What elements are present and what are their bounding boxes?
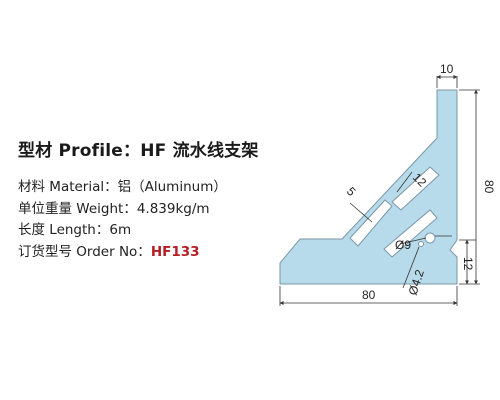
weight-spec: 单位重量 Weight：4.839kg/m: [18, 200, 210, 217]
dim-base-thickness: 12: [461, 257, 475, 271]
profile-slot-lower: [383, 209, 438, 258]
dim-height: 80: [482, 180, 496, 194]
mount-hole-large: [424, 232, 436, 244]
dimension-line: [396, 171, 413, 193]
dim-hole-diameter: Ø9: [395, 238, 411, 252]
dimension-line: [402, 246, 420, 289]
mount-hole-small: [418, 241, 424, 247]
profile-slot-rib: [349, 199, 393, 247]
length-spec: 长度 Length：6m: [18, 222, 132, 238]
spec-panel: 型材 Profile：HF 流水线支架 材料 Material：铝（Alumin…: [18, 136, 268, 263]
page-title: 型材 Profile：HF 流水线支架: [18, 141, 259, 161]
order-number: HF133: [150, 243, 200, 260]
dim-top-width: 10: [440, 62, 454, 76]
order-label: 订货型号 Order No：: [18, 243, 151, 260]
dim-base-width: 80: [362, 288, 376, 302]
dim-rib-thickness: 5: [344, 184, 359, 199]
order-spec: 订货型号 Order No：HF133: [18, 242, 268, 264]
material-spec: 材料 Material：铝（Aluminum）: [18, 179, 227, 195]
profile-slot-upper: [391, 166, 440, 211]
dimension-line: [399, 237, 427, 245]
dimension-line: [349, 202, 373, 223]
profile-outline: [279, 89, 458, 285]
